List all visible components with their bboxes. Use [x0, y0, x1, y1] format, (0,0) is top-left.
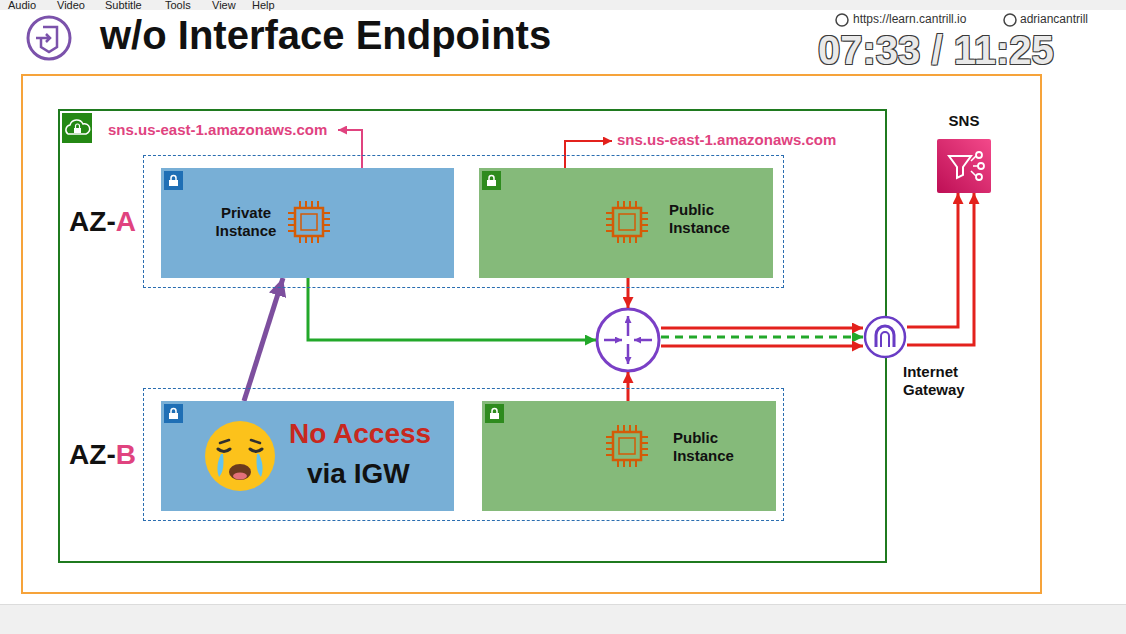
- subnet-badge: [482, 171, 501, 190]
- instance-icon: [604, 199, 650, 245]
- connector-line: [627, 372, 630, 401]
- subnet-badge: [164, 404, 183, 423]
- timestamp: 07:33 / 11:25: [818, 28, 1054, 72]
- zone-label: AZ-A: [69, 206, 136, 238]
- menu-item: Help: [252, 0, 275, 11]
- subnet-badge: [164, 171, 183, 190]
- url-text: https://learn.cantrill.io: [853, 13, 966, 26]
- dns-name: sns.us-east-1.amazonaws.com: [108, 121, 327, 138]
- private-subnet: Private Instance: [161, 168, 454, 278]
- connector-line: [244, 278, 283, 401]
- connector: [244, 278, 283, 401]
- zone-label-part: B: [116, 439, 136, 470]
- diagram-title: w/o Interface Endpoints: [100, 12, 551, 58]
- dns-name: sns.us-east-1.amazonaws.com: [617, 131, 836, 148]
- menu-item: Audio: [8, 0, 36, 11]
- connector: [907, 193, 958, 327]
- router-icon: [597, 309, 659, 371]
- menu-item: Video: [57, 0, 85, 11]
- availability-zone: AZ-A Private Instance Public Instance: [143, 155, 784, 288]
- menu-bar: [0, 0, 1126, 10]
- zone-label-part: A: [116, 206, 136, 237]
- private-subnet: No Access via IGW: [161, 401, 454, 511]
- node-text: Internet Gateway: [903, 363, 983, 399]
- zone-label-part: AZ-: [69, 206, 116, 237]
- instance-icon: [286, 199, 332, 245]
- vpc-icon: [62, 113, 92, 143]
- player-bar: [0, 604, 1126, 634]
- node-text: No Access: [289, 418, 431, 450]
- connector-line: [907, 193, 958, 327]
- node-text: Public Instance: [669, 201, 749, 237]
- connector-line: [661, 336, 863, 339]
- sns-icon: [937, 139, 991, 193]
- node-text: Private Instance: [206, 204, 286, 240]
- zone-label: AZ-B: [69, 439, 136, 471]
- subnet-badge: [485, 404, 504, 423]
- menu-item: View: [212, 0, 236, 11]
- region-border: [22, 75, 1041, 593]
- connector: [628, 346, 863, 401]
- node-text: Public Instance: [673, 429, 753, 465]
- connector-line: [907, 193, 974, 345]
- service-label: SNS: [917, 112, 1011, 130]
- connector-line: [661, 327, 863, 330]
- node-text: via IGW: [307, 458, 410, 490]
- connector-line: [627, 278, 630, 308]
- player-bar-edge: [0, 604, 1126, 605]
- menu-item: Tools: [165, 0, 191, 11]
- author-name: adriancantrill: [1020, 13, 1088, 26]
- menu-item: Subtitle: [105, 0, 142, 11]
- zone-label-part: AZ-: [69, 439, 116, 470]
- internet-gateway: Internet Gateway: [863, 315, 907, 359]
- gateway-icon: [863, 315, 907, 359]
- player-icons: [836, 14, 1016, 26]
- public-subnet: Public Instance: [482, 401, 776, 511]
- sns-service: SNS: [937, 139, 991, 193]
- connector: [628, 278, 863, 328]
- instance-icon: [604, 423, 650, 469]
- crying-emoji: [203, 419, 277, 493]
- availability-zone: AZ-B No Accessvia IGW Public Instance: [143, 388, 784, 521]
- connector-line: [661, 345, 863, 348]
- public-subnet: Public Instance: [479, 168, 773, 278]
- title-icon: [28, 17, 70, 59]
- connector: [907, 193, 974, 345]
- vpc-border: [59, 110, 886, 562]
